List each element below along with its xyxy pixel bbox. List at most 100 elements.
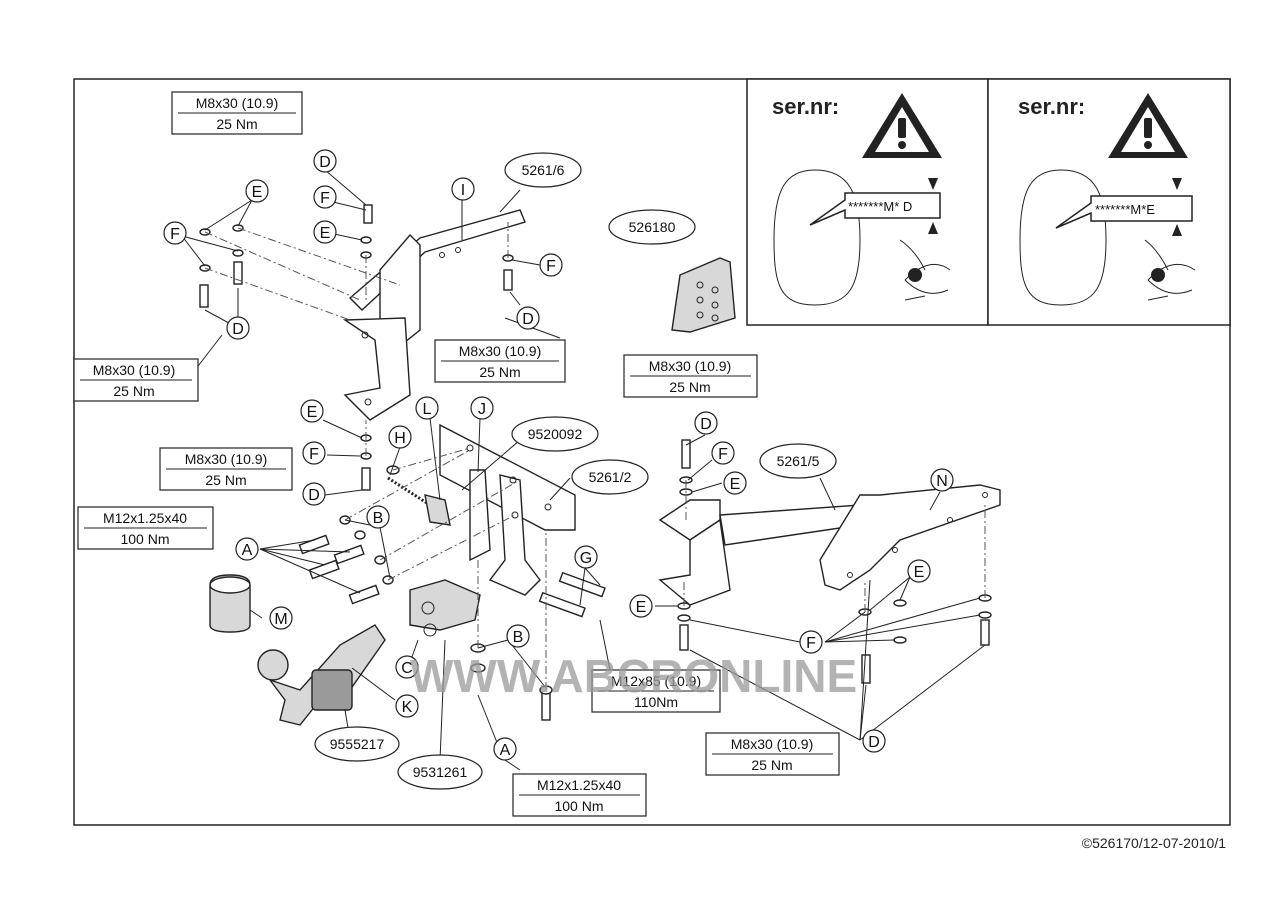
svg-text:K: K bbox=[402, 699, 413, 716]
callout-F-mid: F bbox=[302, 441, 326, 465]
serial-code-right: *******M*E bbox=[1095, 202, 1155, 217]
torque-label-3: M8x30 (10.9) 25 Nm bbox=[434, 339, 566, 383]
svg-text:100 Nm: 100 Nm bbox=[554, 798, 603, 814]
svg-text:9555217: 9555217 bbox=[330, 736, 385, 752]
svg-text:H: H bbox=[394, 430, 406, 447]
part-number-5261-2: 5261/2 bbox=[571, 459, 649, 495]
callout-D-right: D bbox=[516, 306, 540, 330]
svg-text:D: D bbox=[319, 154, 331, 171]
svg-text:9531261: 9531261 bbox=[413, 764, 468, 780]
part-number-526180: 526180 bbox=[608, 209, 696, 245]
svg-text:E: E bbox=[320, 225, 331, 242]
svg-text:M8x30 (10.9): M8x30 (10.9) bbox=[93, 362, 175, 378]
part-number-9520092: 9520092 bbox=[511, 416, 599, 452]
callout-D-top: D bbox=[313, 149, 337, 173]
svg-text:M8x30 (10.9): M8x30 (10.9) bbox=[185, 451, 267, 467]
torque-label-5: M8x30 (10.9) 25 Nm bbox=[623, 354, 758, 398]
serial-panel-left-content: ser.nr: *******M* D bbox=[772, 93, 951, 306]
serial-heading-right: ser.nr: bbox=[1018, 94, 1085, 119]
serial-panel-left bbox=[746, 78, 989, 326]
callout-H: H bbox=[388, 425, 412, 449]
svg-text:J: J bbox=[478, 401, 486, 418]
electrical-socket-526180 bbox=[671, 257, 736, 333]
serial-heading-left: ser.nr: bbox=[772, 94, 839, 119]
bracket-5261-2 bbox=[439, 423, 576, 596]
callout-E-right-top: E bbox=[723, 471, 747, 495]
callout-B-mid: B bbox=[366, 505, 390, 529]
assembly-lines bbox=[204, 222, 986, 690]
torque-label-8: M12x1.25x40 100 Nm bbox=[512, 773, 647, 817]
svg-text:M12x85 (10.9): M12x85 (10.9) bbox=[611, 673, 701, 689]
diagram-frame bbox=[73, 78, 1231, 826]
svg-text:25 Nm: 25 Nm bbox=[479, 364, 520, 380]
letter-callouts: D E F E F D I F D E F D H L J B A M G B … bbox=[163, 149, 954, 761]
svg-text:F: F bbox=[806, 635, 816, 652]
svg-text:F: F bbox=[309, 446, 319, 463]
svg-text:A: A bbox=[500, 742, 511, 759]
svg-text:25 Nm: 25 Nm bbox=[669, 379, 710, 395]
spring-H bbox=[387, 476, 451, 526]
svg-text:M8x30 (10.9): M8x30 (10.9) bbox=[459, 343, 541, 359]
svg-text:D: D bbox=[232, 321, 244, 338]
callout-F-bottom: F bbox=[799, 630, 823, 654]
svg-text:D: D bbox=[308, 487, 320, 504]
callout-D-right-top: D bbox=[694, 411, 718, 435]
callout-K: K bbox=[395, 694, 419, 718]
svg-text:100 Nm: 100 Nm bbox=[120, 531, 169, 547]
svg-text:25 Nm: 25 Nm bbox=[205, 472, 246, 488]
callout-F-right-top: F bbox=[711, 441, 735, 465]
bracket-5261-6 bbox=[342, 209, 526, 421]
callout-A-low: A bbox=[493, 737, 517, 761]
torque-label-7: M12x1.25x40 100 Nm bbox=[77, 506, 214, 550]
svg-text:I: I bbox=[461, 182, 465, 199]
svg-text:F: F bbox=[546, 258, 556, 275]
svg-text:F: F bbox=[320, 190, 330, 207]
callout-E-right-low: E bbox=[907, 559, 931, 583]
svg-text:E: E bbox=[914, 564, 925, 581]
svg-text:D: D bbox=[868, 734, 880, 751]
torque-label-9: M12x85 (10.9) 110Nm bbox=[591, 669, 721, 713]
callout-E-mid: E bbox=[300, 399, 324, 423]
callout-B-low: B bbox=[506, 624, 530, 648]
svg-text:M12x1.25x40: M12x1.25x40 bbox=[103, 510, 187, 526]
callout-J: J bbox=[470, 396, 494, 420]
svg-text:F: F bbox=[718, 446, 728, 463]
svg-text:5261/2: 5261/2 bbox=[589, 469, 632, 485]
serial-panel-right-content: ser.nr: *******M*E bbox=[1018, 93, 1196, 306]
svg-text:5261/5: 5261/5 bbox=[777, 453, 820, 469]
torque-label-1: M8x30 (10.9) 25 Nm bbox=[171, 91, 303, 135]
callout-M: M bbox=[269, 606, 293, 630]
callout-D-bottom: D bbox=[862, 729, 886, 753]
torque-label-2: M8x30 (10.9) 25 Nm bbox=[73, 358, 199, 402]
callout-C: C bbox=[395, 655, 419, 679]
svg-text:E: E bbox=[252, 184, 263, 201]
svg-text:9520092: 9520092 bbox=[528, 426, 583, 442]
part-number-9531261: 9531261 bbox=[397, 754, 483, 790]
svg-text:A: A bbox=[242, 542, 253, 559]
callout-F-top: F bbox=[313, 185, 337, 209]
svg-text:25 Nm: 25 Nm bbox=[113, 383, 154, 399]
callout-A-left: A bbox=[235, 537, 259, 561]
svg-text:M8x30 (10.9): M8x30 (10.9) bbox=[731, 736, 813, 752]
callout-L: L bbox=[415, 396, 439, 420]
serial-code-left: *******M* D bbox=[848, 199, 912, 214]
ball-cover-M bbox=[209, 574, 251, 633]
svg-text:M8x30 (10.9): M8x30 (10.9) bbox=[196, 95, 278, 111]
part-number-9555217: 9555217 bbox=[314, 726, 400, 762]
part-number-5261-5: 5261/5 bbox=[759, 443, 837, 479]
svg-text:C: C bbox=[401, 660, 413, 677]
callout-F-left: F bbox=[163, 221, 187, 245]
torque-label-4: M8x30 (10.9) 25 Nm bbox=[159, 447, 293, 491]
svg-text:526180: 526180 bbox=[629, 219, 676, 235]
watermark: WWW.ABCRONLINE bbox=[410, 650, 857, 702]
callout-D-left: D bbox=[226, 316, 250, 340]
lock-block-9531261 bbox=[409, 579, 481, 637]
svg-text:G: G bbox=[580, 550, 592, 567]
svg-text:M8x30 (10.9): M8x30 (10.9) bbox=[649, 358, 731, 374]
svg-text:B: B bbox=[513, 629, 524, 646]
tow-ball-9555217 bbox=[257, 624, 386, 726]
svg-text:E: E bbox=[730, 476, 741, 493]
svg-text:D: D bbox=[700, 416, 712, 433]
svg-text:F: F bbox=[170, 226, 180, 243]
callout-D-mid: D bbox=[302, 482, 326, 506]
